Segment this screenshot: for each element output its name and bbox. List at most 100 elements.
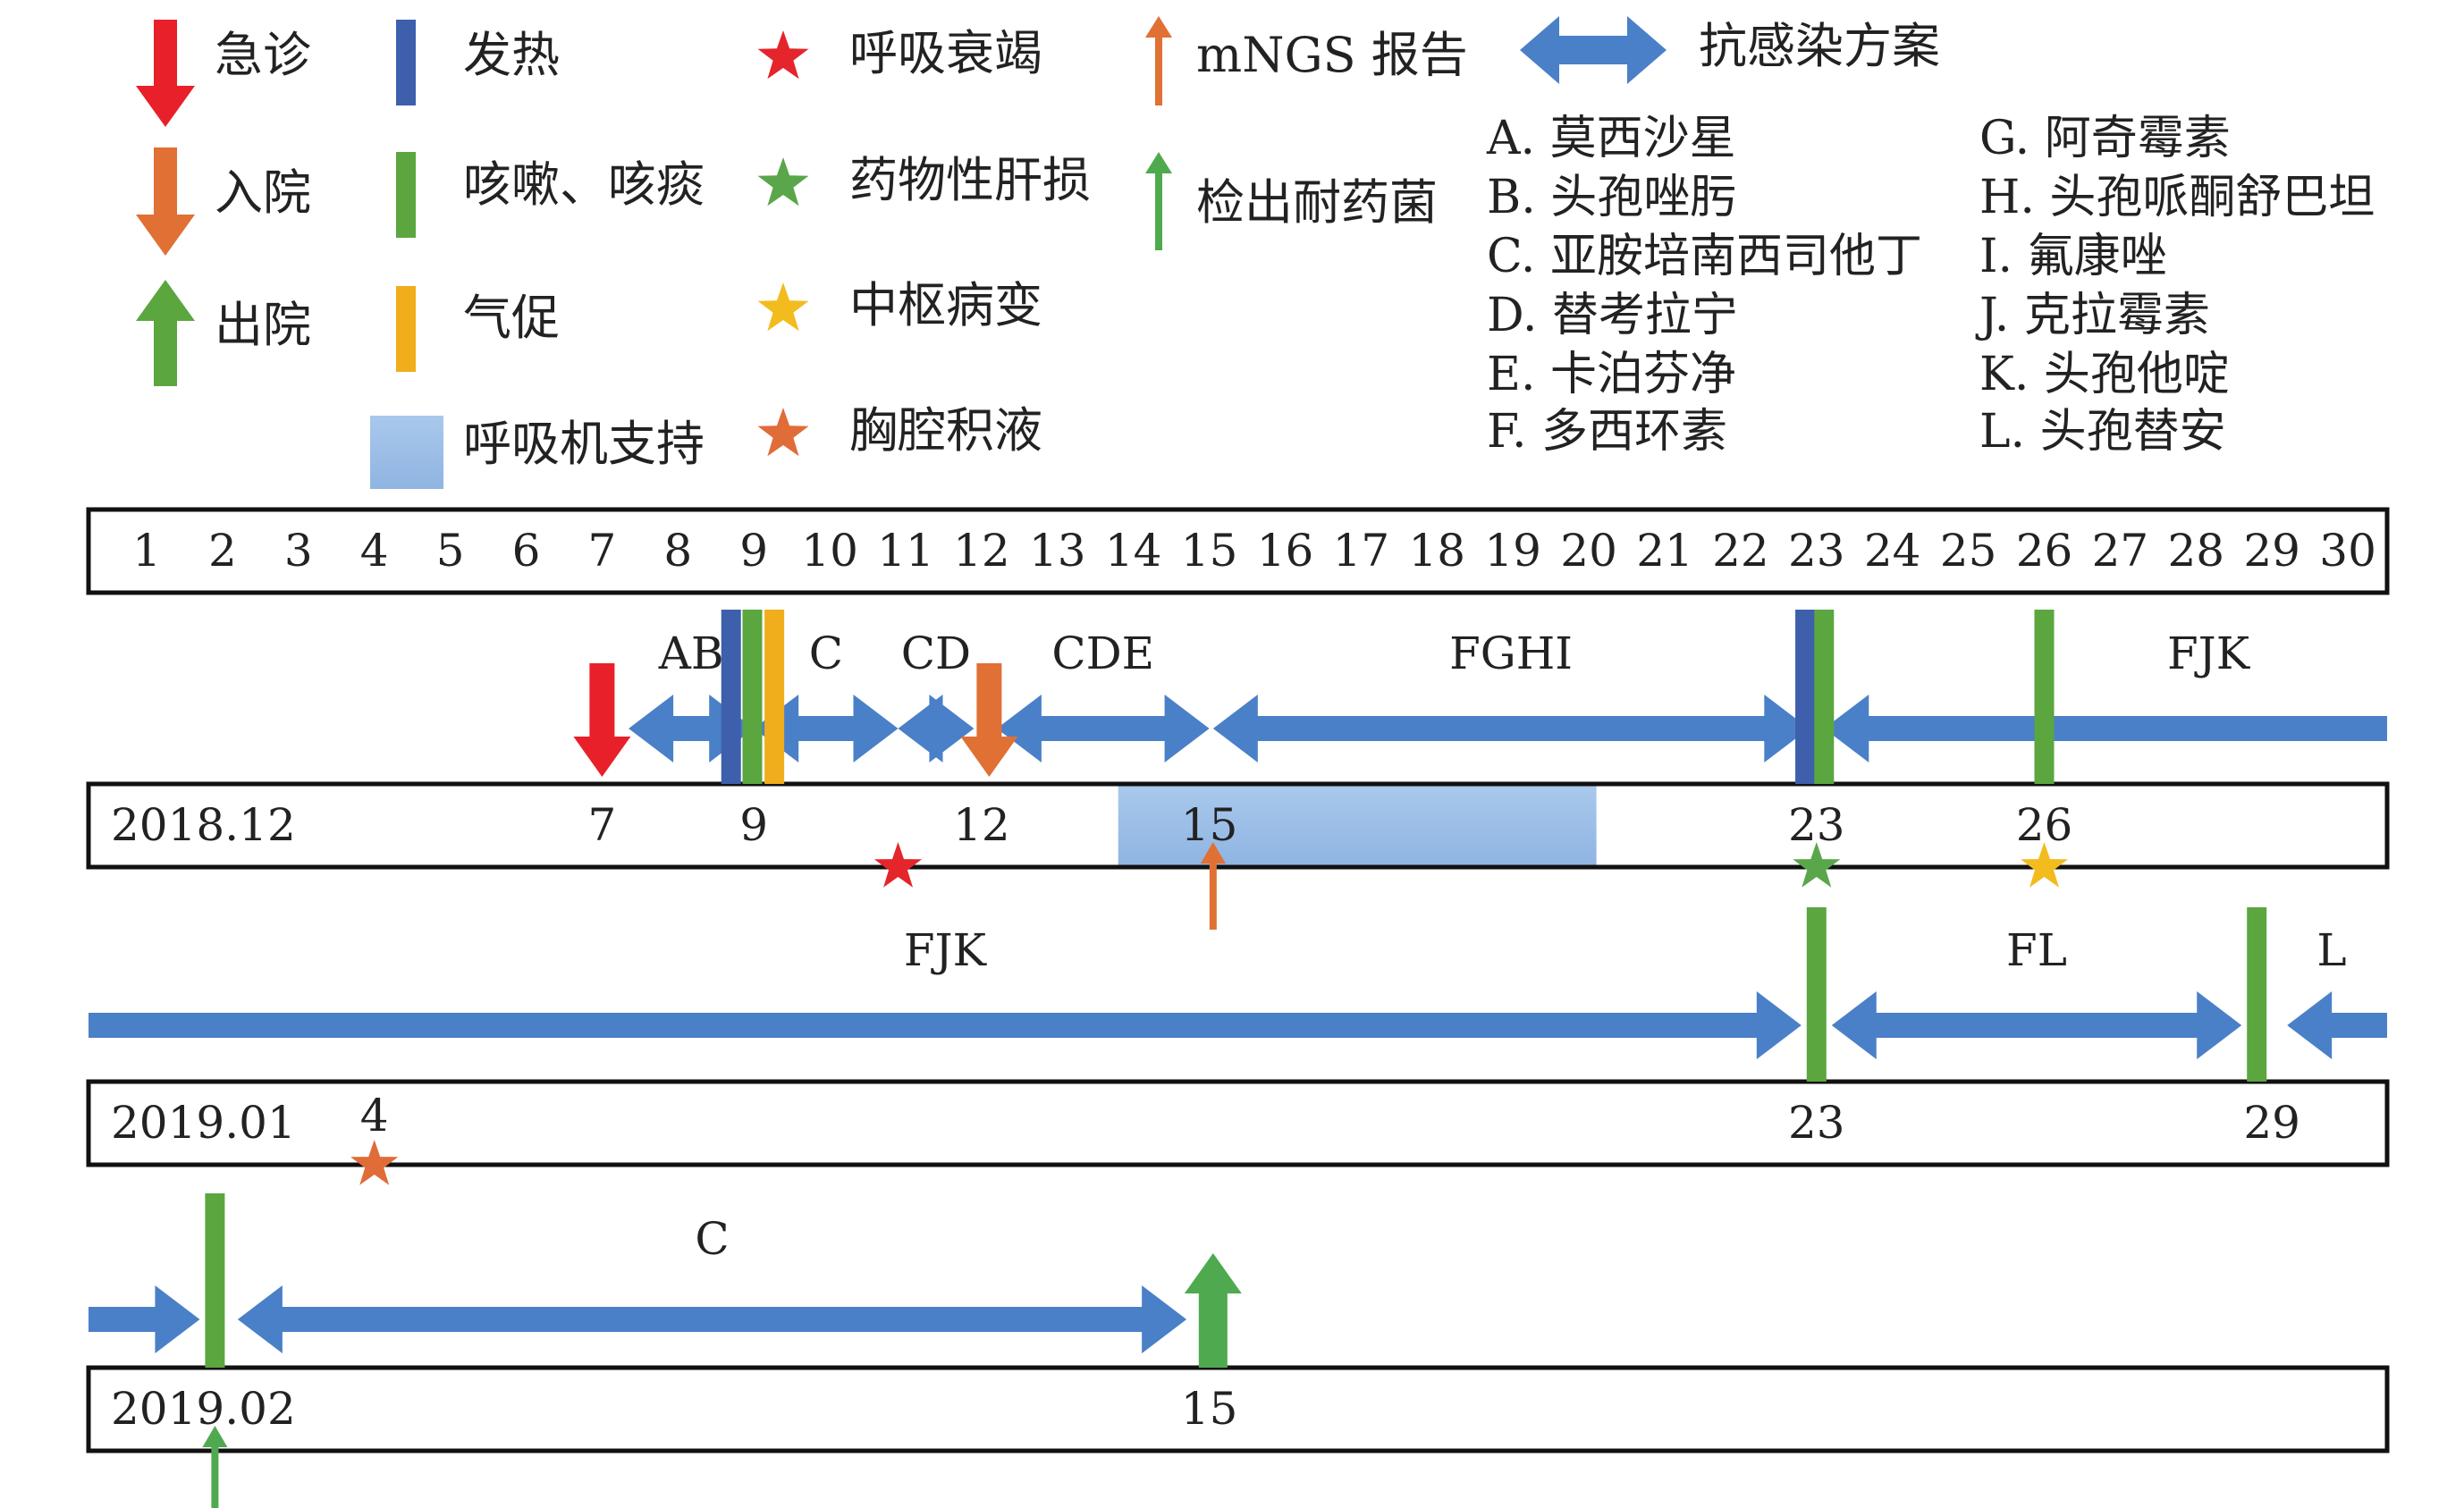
day-number: 11 [877,525,934,577]
period-frame [86,781,2390,870]
day-number: 1 [132,525,161,577]
drug-item: G. 阿奇霉素 [1979,112,2231,165]
legend-resp-failure: 呼吸衰竭 [757,25,1042,81]
regimen-arrow [1824,695,2387,762]
regimen-label: C [809,628,843,679]
emergency-arrow-icon [136,20,195,127]
regimen-label: L [2316,924,2346,976]
fever-bar [721,610,741,784]
legend-emergency-label: 急诊 [215,27,311,83]
day-number: 19 [1484,525,1541,577]
regimen-arrow [237,1285,1187,1353]
drug-item: K. 头孢他啶 [1979,348,2230,401]
legend-cough-label: 咳嗽、咳痰 [463,156,705,213]
legend-mngs-label: mNGS 报告 [1196,27,1468,83]
day-number: 17 [1333,525,1390,577]
cough-bar [2247,907,2267,1082]
legend-regimen-label: 抗感染方案 [1699,18,1940,74]
admission-arrow [960,663,1018,777]
legend-resistant-label: 检出耐药菌 [1196,174,1438,231]
legend-dyspnea: 气促 [396,286,560,372]
day-number: 13 [1029,525,1086,577]
day-number: 2 [208,525,237,577]
admission-arrow-icon [136,147,195,256]
legend-fever-label: 发热 [463,27,560,83]
day-number: 9 [739,525,768,577]
date-label: 23 [1788,1097,1845,1149]
drug-item: J. 克拉霉素 [1975,289,2210,342]
regimen-arrow [754,695,899,762]
cns-star [2020,842,2069,888]
regimen-label: CD [901,628,971,679]
discharge-arrow-icon [136,280,195,386]
drug-item: B. 头孢唑肟 [1487,171,1736,224]
regimen-label: FL [2006,924,2067,976]
regimen-label: FJK [2167,628,2251,679]
regimen-arrow [996,695,1210,762]
legend: 急诊 入院 出院 发热 咳嗽、咳痰 气促 呼吸机支持 呼吸衰竭 [136,16,1940,489]
drug-item: D. 替考拉宁 [1487,289,1738,342]
regimen-label: FJK [904,924,988,976]
cough-bar [742,610,763,784]
resistant-arrow [202,1426,228,1508]
day-ruler-frame [86,507,2390,595]
day-number: 8 [663,525,692,577]
legend-liver-label: 药物性肝损 [849,152,1091,208]
day-number: 12 [953,525,1010,577]
period-label: 2019.02 [111,1383,296,1435]
drug-item: C. 亚胺培南西司他丁 [1487,230,1922,283]
drug-item: I. 氟康唑 [1979,230,2167,283]
regimen-arrow [2287,991,2387,1059]
legend-ventilator: 呼吸机支持 [370,416,705,489]
resistant-arrow-icon [1145,152,1172,250]
day-number: 15 [1181,525,1238,577]
period-frame [86,1365,2390,1453]
day-number: 30 [2319,525,2376,577]
ventilator-swatch-icon [370,416,443,489]
period-frame [86,1079,2390,1167]
dyspnea-bar-icon [396,286,416,372]
day-number: 3 [284,525,313,577]
emergency-arrow [573,663,631,777]
legend-regimen: 抗感染方案 [1520,16,1940,84]
date-label: 7 [587,799,616,851]
liver-star-icon [757,157,809,206]
effusion-star-icon [757,408,809,457]
drug-abbreviation-list: A. 莫西沙星 B. 头孢唑肟 C. 亚胺培南西司他丁 D. 替考拉宁 E. 卡… [1486,112,2375,459]
date-label: 29 [2243,1097,2300,1149]
drug-item: L. 头孢替安 [1979,405,2226,459]
day-number: 10 [801,525,858,577]
regimen-arrow [898,695,975,762]
regimen-label: FGHI [1449,628,1573,679]
legend-cns-label: 中枢病变 [849,277,1042,333]
period-label: 2018.12 [111,799,296,851]
regimen-double-arrow-icon [1520,16,1667,84]
cough-bar [2034,610,2055,784]
day-number: 26 [2016,525,2073,577]
cough-bar [1814,610,1835,784]
regimen-arrow [1831,991,2242,1059]
ventilator-period-band [1118,786,1597,865]
mngs-arrow-icon [1145,16,1172,105]
legend-resp-failure-label: 呼吸衰竭 [849,25,1042,81]
legend-liver: 药物性肝损 [757,152,1091,208]
date-label: 9 [739,799,768,851]
cough-bar [205,1193,225,1368]
cns-star-icon [757,282,809,332]
mngs-arrow [1200,842,1226,930]
fever-bar-icon [396,20,416,105]
legend-admission: 入院 [136,147,311,256]
legend-discharge-label: 出院 [215,297,311,353]
day-number: 27 [2092,525,2149,577]
drug-item: H. 头孢哌酮舒巴坦 [1979,171,2375,224]
day-number: 5 [436,525,465,577]
regimen-label: AB [658,628,724,679]
regimen-arrow [1212,695,1810,762]
regimen-arrow [89,1285,200,1353]
legend-admission-label: 入院 [215,164,311,221]
day-number: 7 [587,525,616,577]
effusion-star [350,1140,399,1185]
